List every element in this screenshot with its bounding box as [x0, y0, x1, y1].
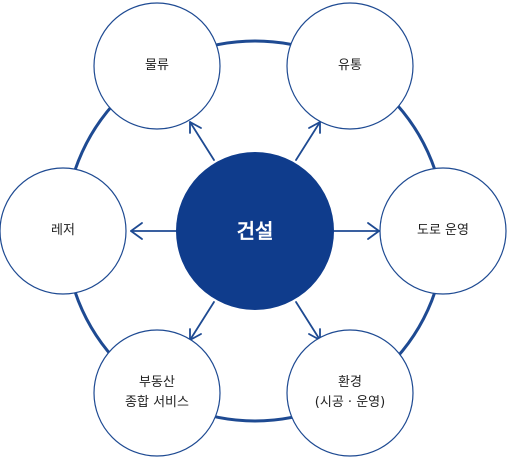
node-logistics — [93, 2, 221, 130]
arrow-to-distribution — [295, 121, 321, 161]
node-leisure-label: 레저 — [51, 221, 75, 241]
arrows — [130, 121, 380, 341]
node-distribution-line1: 유통 — [338, 58, 362, 73]
node-road-operation-line1: 도로 운영 — [417, 223, 469, 238]
node-logistics-label: 물류 — [145, 56, 169, 76]
node-environment-line2: (시공 · 운영) — [314, 395, 386, 410]
node-distribution-label: 유통 — [338, 56, 362, 76]
node-leisure-line1: 레저 — [51, 223, 75, 238]
arrow-to-logistics — [189, 121, 215, 161]
arrow-to-real-estate — [189, 301, 215, 341]
arrow-to-environment — [295, 301, 321, 341]
node-road-operation — [379, 167, 507, 295]
node-logistics-line1: 물류 — [145, 58, 169, 73]
node-real-estate-line1: 부동산 — [139, 375, 175, 390]
node-distribution — [286, 2, 414, 130]
center-node — [176, 152, 334, 310]
node-real-estate-line2: 종합 서비스 — [125, 395, 189, 410]
arrow-to-road-operation — [333, 222, 380, 240]
node-environment — [286, 329, 414, 457]
node-environment-line1: 환경 — [338, 375, 362, 390]
center-label: 건설 — [236, 219, 274, 243]
node-environment-label: 환경 (시공 · 운영) — [315, 373, 385, 413]
node-real-estate — [93, 329, 221, 457]
arrow-to-leisure — [130, 222, 177, 240]
node-road-operation-label: 도로 운영 — [417, 221, 469, 241]
node-real-estate-label: 부동산 종합 서비스 — [125, 373, 189, 413]
node-leisure — [0, 167, 127, 295]
